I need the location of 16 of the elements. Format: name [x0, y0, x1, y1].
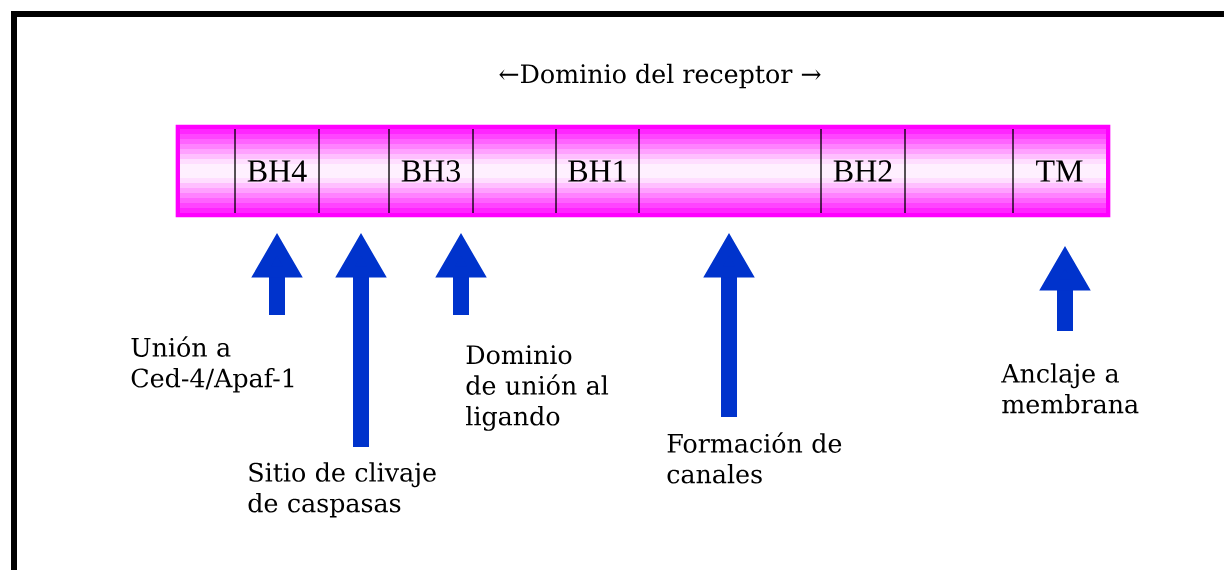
domain-segment: BH2: [821, 129, 905, 213]
domain-segment: BH1: [556, 129, 639, 213]
domain-segment: [319, 129, 389, 213]
domain-segment: BH3: [389, 129, 473, 213]
annotation-text: Unión a Ced-4/Apaf-1: [131, 336, 294, 393]
annotation-text: Dominio de unión al ligando: [466, 345, 609, 431]
protein-bar: [175, 124, 1111, 218]
domain-segment: [473, 129, 556, 213]
domain-segment: BH4: [235, 129, 319, 213]
title: ←Dominio del receptor →: [499, 63, 821, 89]
domain-segment: [180, 129, 235, 213]
annotation-text: Sitio de clivaje de caspasas: [248, 462, 436, 518]
domain-segment: TM: [1013, 129, 1106, 213]
domain-segment: [905, 129, 1013, 213]
annotation-text: Formación de canales: [667, 432, 842, 484]
annotation-text: Anclaje a membrana: [1001, 363, 1139, 414]
